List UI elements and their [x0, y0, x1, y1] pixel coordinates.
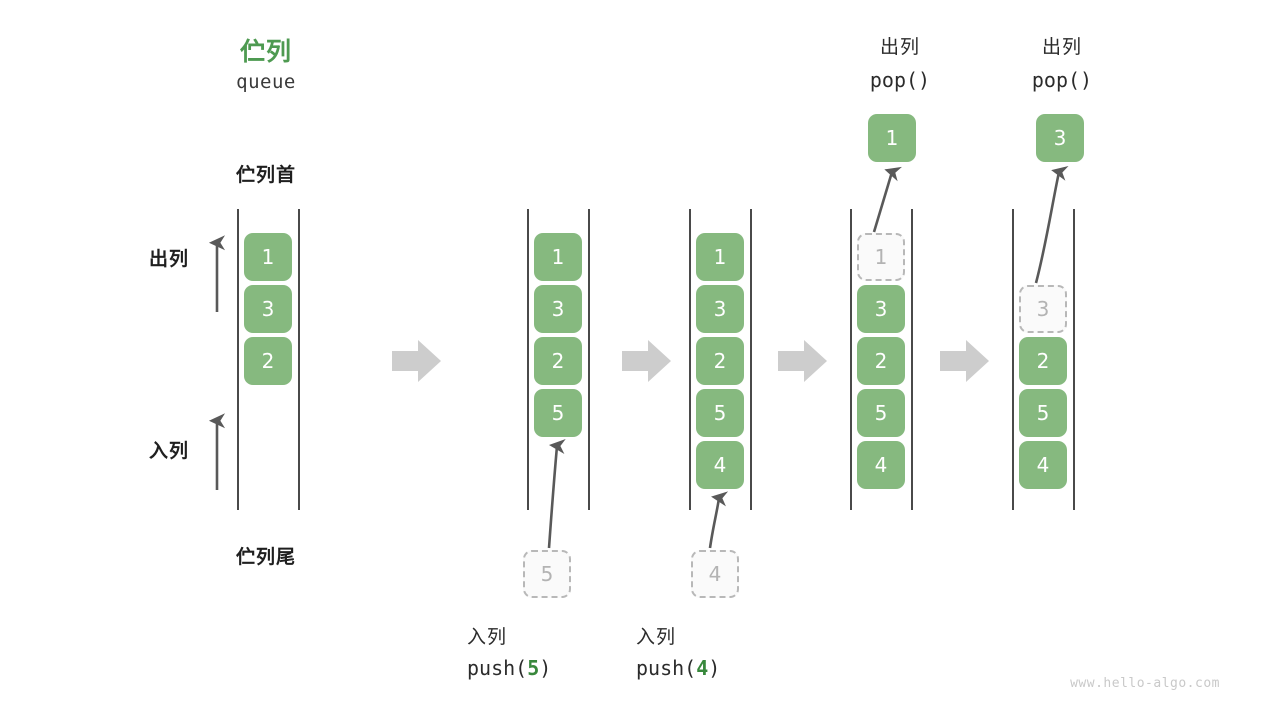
queue-cell: 1 [696, 233, 744, 281]
code-prefix: push( [636, 656, 697, 680]
queue-rail-left-stage-2 [527, 209, 529, 510]
queue-cell: 4 [857, 441, 905, 489]
removed-ghost-cell: 3 [1019, 285, 1067, 333]
removed-ghost-cell: 1 [857, 233, 905, 281]
dequeue-direction-label: 出列 [148, 248, 189, 270]
queue-cell: 2 [857, 337, 905, 385]
queue-cell: 5 [1019, 389, 1067, 437]
enqueue-direction-label: 入列 [148, 440, 189, 462]
incoming-ghost-cell: 5 [523, 550, 571, 598]
queue-cell: 1 [244, 233, 292, 281]
diagram-title-en: queue [236, 71, 296, 93]
code-suffix: ) [708, 656, 721, 680]
site-watermark: www.hello-algo.com [1070, 676, 1220, 691]
queue-cell: 2 [1019, 337, 1067, 385]
queue-rail-right-stage-1 [298, 209, 300, 510]
popped-cell: 3 [1036, 114, 1084, 162]
queue-rail-right-stage-4 [911, 209, 913, 510]
queue-cell: 3 [244, 285, 292, 333]
incoming-ghost-cell: 4 [691, 550, 739, 598]
queue-rail-left-stage-3 [689, 209, 691, 510]
enqueue-caption-cn-stage-3: 入列 [636, 626, 677, 648]
popped-cell: 1 [868, 114, 916, 162]
queue-cell: 3 [696, 285, 744, 333]
queue-rail-right-stage-2 [588, 209, 590, 510]
queue-rail-left-stage-1 [237, 209, 239, 510]
code-arg: 5 [527, 656, 540, 680]
queue-cell-new: 4 [696, 441, 744, 489]
queue-rail-left-stage-5 [1012, 209, 1014, 510]
enqueue-caption-code-stage-3: push(4) [636, 656, 836, 680]
queue-cell: 5 [857, 389, 905, 437]
queue-cell-new: 5 [534, 389, 582, 437]
queue-cell: 3 [534, 285, 582, 333]
queue-cell: 2 [244, 337, 292, 385]
enqueue-caption-code-stage-2: push(5) [467, 656, 667, 680]
flow-arrow-icon-3 [778, 340, 827, 382]
queue-cell: 2 [534, 337, 582, 385]
dequeue-caption-cn-stage-5: 出列 [1041, 36, 1082, 58]
code-suffix: ) [539, 656, 552, 680]
pop-arrow-icon-stage-4 [872, 166, 902, 233]
flow-arrow-icon-4 [940, 340, 989, 382]
dequeue-caption-code-stage-4: pop() [869, 68, 931, 92]
dequeue-caption-code-stage-5: pop() [1031, 68, 1093, 92]
queue-rail-left-stage-4 [850, 209, 852, 510]
diagram-title-cn: 伫列 [239, 37, 292, 66]
pop-arrow-icon-stage-5 [1034, 166, 1069, 284]
queue-tail-label: 伫列尾 [235, 546, 296, 568]
queue-cell: 1 [534, 233, 582, 281]
flow-arrow-icon-2 [622, 340, 671, 382]
queue-rail-right-stage-5 [1073, 209, 1075, 510]
code-arg: 4 [696, 656, 709, 680]
queue-cell: 4 [1019, 441, 1067, 489]
queue-cell: 3 [857, 285, 905, 333]
code-prefix: push( [467, 656, 528, 680]
queue-cell: 5 [696, 389, 744, 437]
queue-rail-right-stage-3 [750, 209, 752, 510]
push-arrow-icon-stage-2 [547, 438, 566, 549]
dequeue-caption-cn-stage-4: 出列 [879, 36, 920, 58]
enqueue-caption-cn-stage-2: 入列 [467, 626, 508, 648]
queue-cell: 2 [696, 337, 744, 385]
push-arrow-icon-stage-3 [708, 491, 729, 549]
queue-head-label: 伫列首 [235, 164, 296, 186]
flow-arrow-icon-1 [392, 340, 441, 382]
